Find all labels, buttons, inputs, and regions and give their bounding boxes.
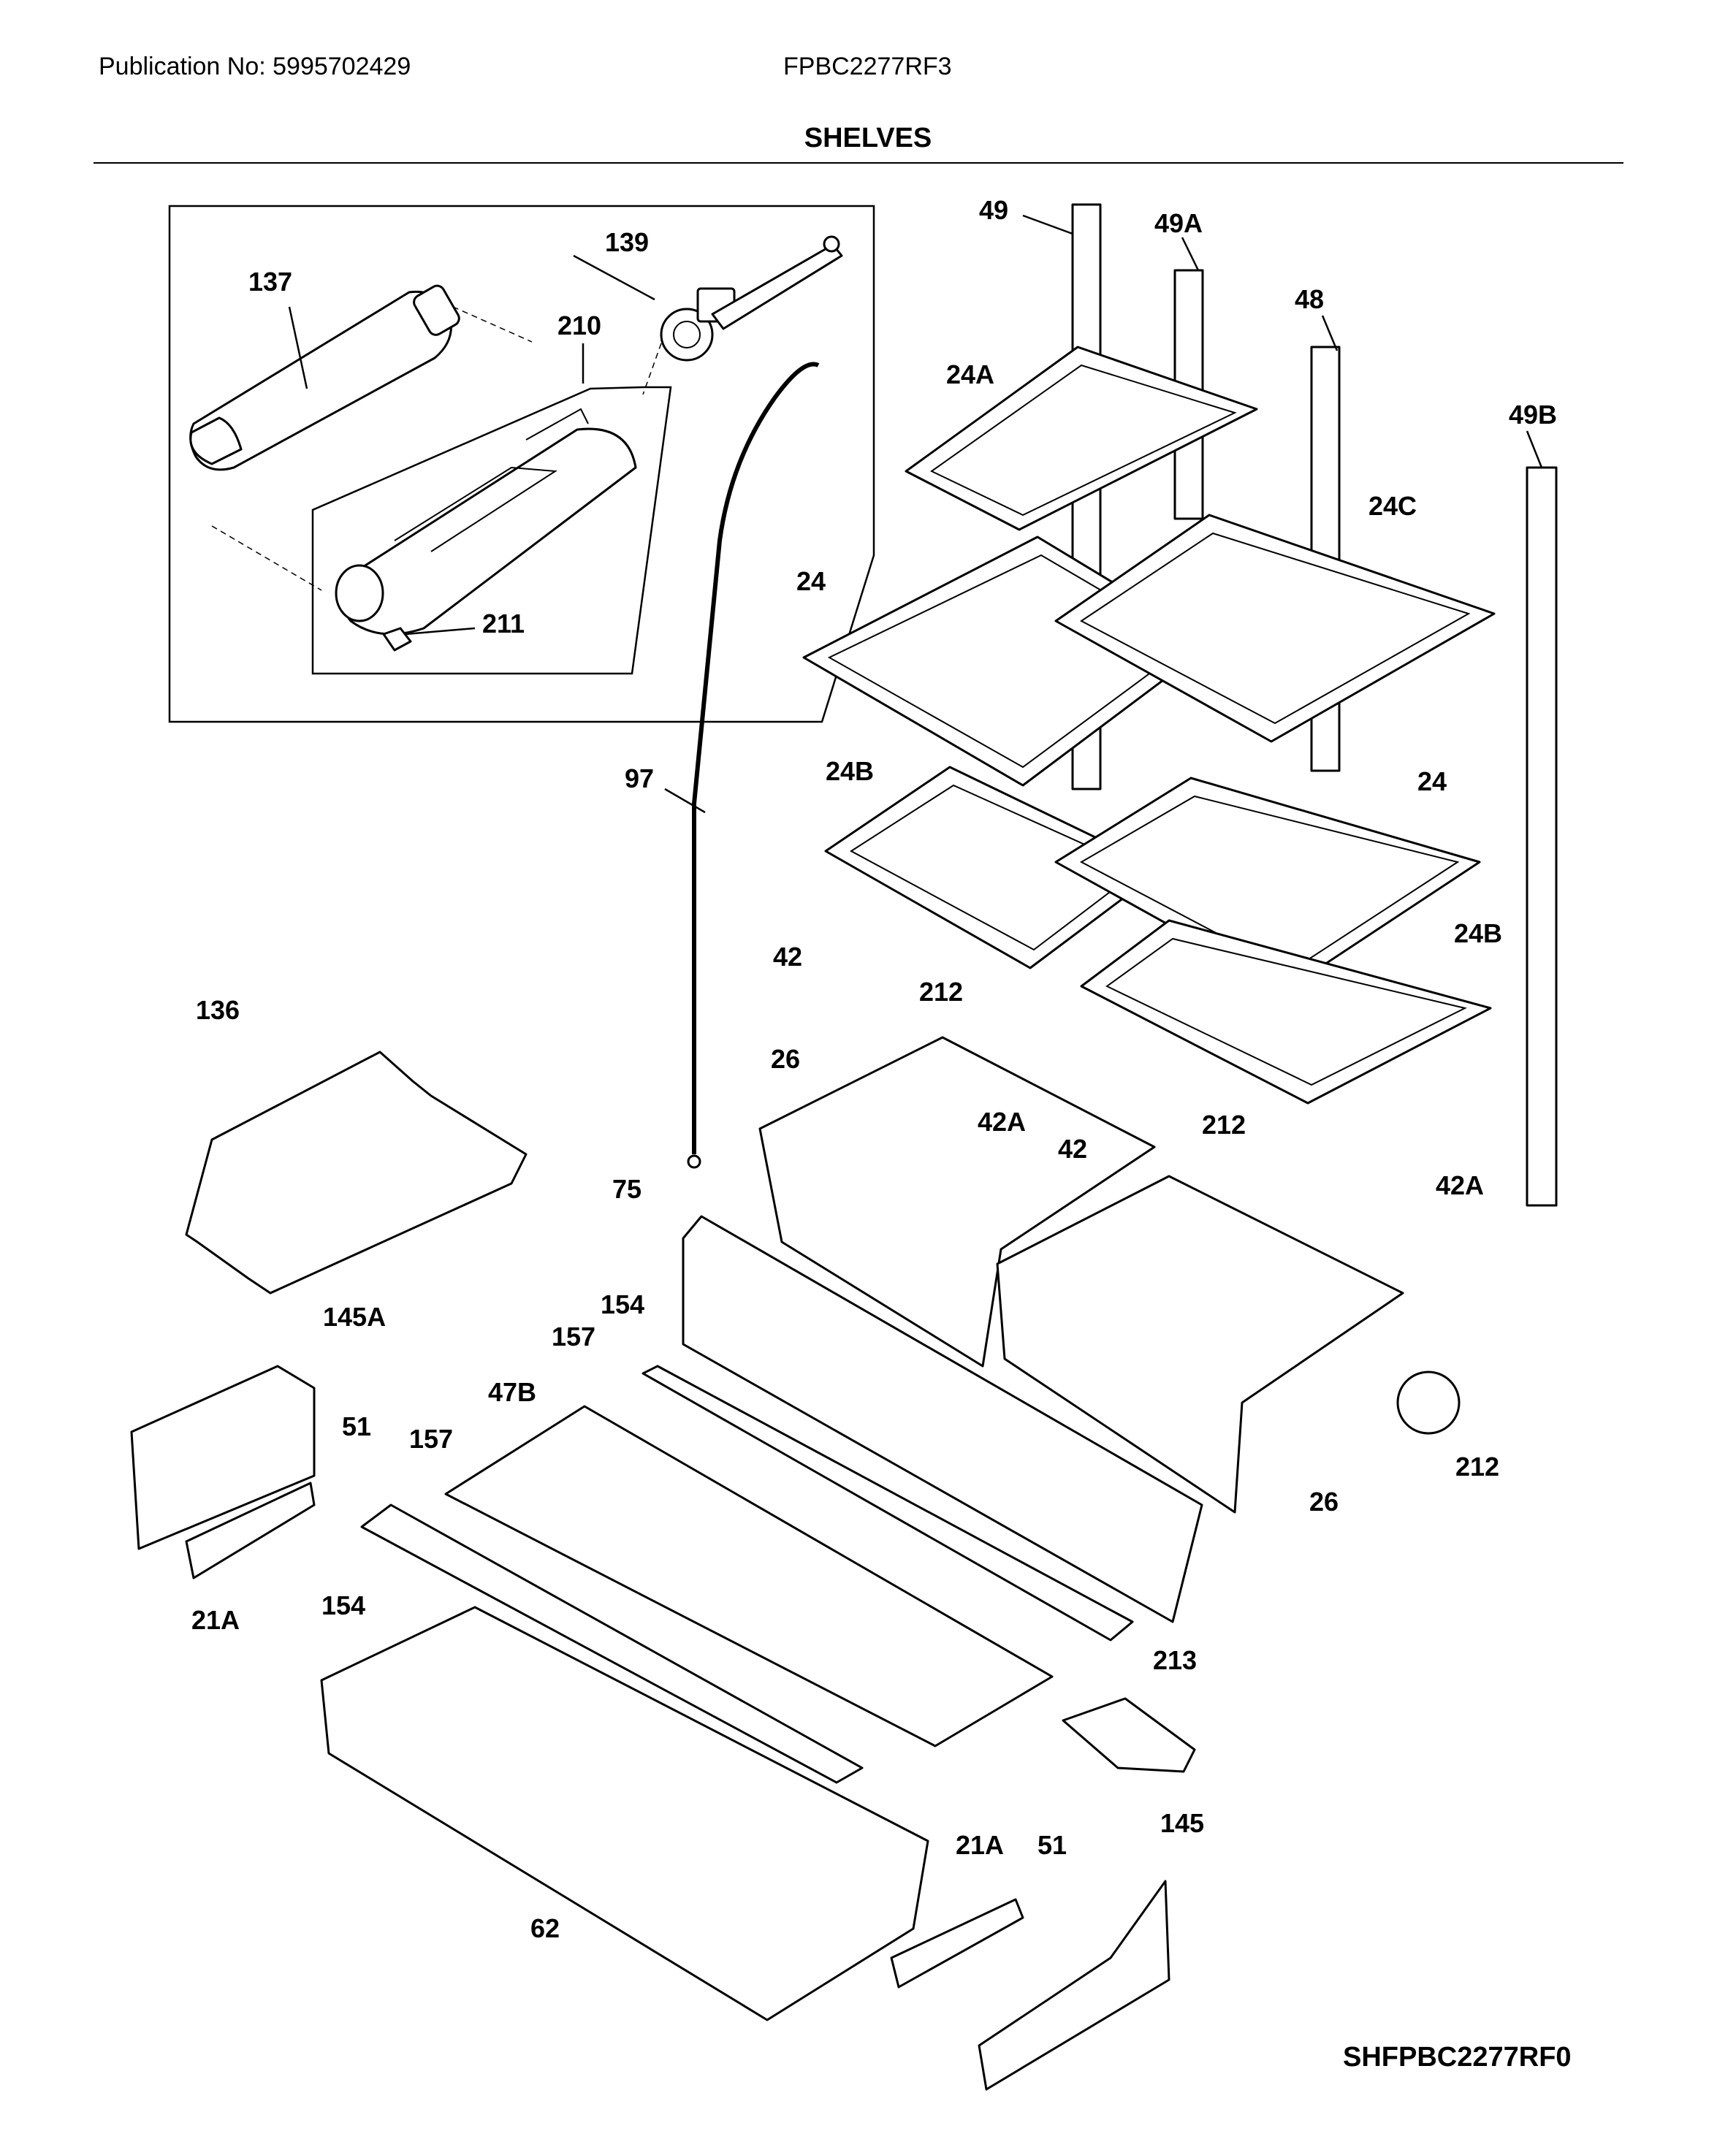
callout-157-left: 157 — [409, 1424, 453, 1454]
diagram-code: SHFPBC2277RF0 — [1343, 2042, 1572, 2073]
left-side-parts — [130, 1365, 316, 1579]
page-title: SHELVES — [804, 123, 932, 153]
callout-212-a: 212 — [919, 977, 963, 1007]
callout-51-bottom: 51 — [1038, 1830, 1067, 1860]
callout-212-c: 212 — [1455, 1452, 1499, 1482]
callout-21a-left: 21A — [191, 1605, 240, 1635]
callout-136: 136 — [196, 995, 240, 1025]
callout-47b: 47B — [488, 1377, 536, 1407]
callout-24c: 24C — [1368, 491, 1417, 521]
callout-145a: 145A — [323, 1302, 386, 1332]
model-number: FPBC2277RF3 — [783, 53, 952, 80]
water-filter-cartridge — [189, 284, 533, 591]
callout-42-mid: 42 — [1058, 1134, 1087, 1164]
callout-157-top: 157 — [552, 1322, 595, 1352]
callout-26-right: 26 — [1309, 1487, 1339, 1517]
water-filter-inset — [168, 205, 875, 723]
callout-212-b: 212 — [1202, 1110, 1246, 1140]
filter-housing — [642, 235, 843, 395]
callout-154-bottom: 154 — [321, 1590, 365, 1620]
callout-139: 139 — [605, 227, 649, 257]
callout-210: 210 — [557, 310, 601, 340]
callout-154-top: 154 — [601, 1289, 644, 1319]
freezer-pan — [320, 1606, 929, 2021]
callout-49b: 49B — [1509, 400, 1557, 430]
publication-number: Publication No: 5995702429 — [99, 53, 411, 80]
callout-75: 75 — [612, 1174, 642, 1204]
water-tube — [692, 362, 820, 1154]
callout-51-left: 51 — [342, 1411, 371, 1441]
filter-cover — [335, 408, 637, 652]
callout-145: 145 — [1160, 1808, 1204, 1838]
callout-26-left: 26 — [771, 1044, 800, 1074]
callout-42-left: 42 — [773, 942, 802, 972]
callout-21a-bottom: 21A — [956, 1830, 1004, 1860]
callout-24a: 24A — [946, 359, 994, 389]
callout-62: 62 — [530, 1913, 560, 1943]
callout-137: 137 — [248, 267, 292, 297]
crisper-bin-item-136 — [185, 1051, 528, 1295]
callout-211: 211 — [482, 609, 525, 638]
callout-24-top: 24 — [796, 566, 826, 596]
callout-42a-right: 42A — [1436, 1170, 1484, 1200]
bottom-right-parts — [890, 1880, 1170, 2091]
title-rule — [94, 162, 1623, 164]
callout-213: 213 — [1153, 1645, 1197, 1675]
callout-49a: 49A — [1154, 208, 1203, 238]
crisper-drawers — [758, 1036, 1404, 1514]
callout-97: 97 — [625, 763, 654, 793]
callout-42a-left: 42A — [978, 1107, 1026, 1137]
glass-shelves — [802, 346, 1496, 1105]
callout-labels: 137 139 210 211 49 49A 48 49B 24A 24C 24… — [191, 195, 1557, 1943]
callout-24b-right: 24B — [1454, 918, 1502, 948]
callout-49: 49 — [979, 195, 1008, 225]
callout-48: 48 — [1295, 284, 1324, 314]
crisper-covers — [360, 1215, 1203, 1784]
callout-24b-left: 24B — [826, 756, 874, 786]
part-212-detail — [1396, 1371, 1461, 1435]
part-213-clip — [1062, 1697, 1196, 1773]
callout-24-right: 24 — [1417, 766, 1447, 796]
